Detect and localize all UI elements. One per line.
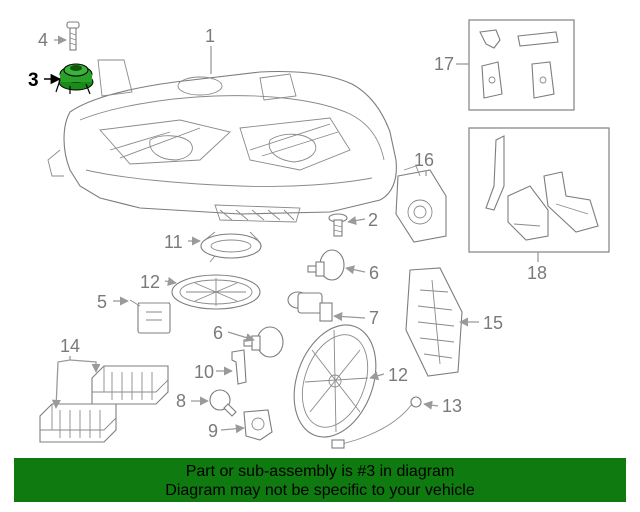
bulb-part-6-lower: [243, 326, 284, 358]
callout-14: 14: [60, 336, 80, 356]
callout-12b: 12: [388, 365, 408, 385]
callout-labels: 1 2 3 4 5 6 6 7 8 9 10 11 12 12 13 14 15…: [28, 26, 547, 441]
highlighted-part-3: [55, 63, 94, 95]
banner-line-2: Diagram may not be specific to your vehi…: [165, 482, 475, 499]
bulb-part-6-upper: [307, 249, 345, 281]
connector-part-7: [287, 291, 333, 322]
callout-15: 15: [483, 313, 503, 333]
callout-8: 8: [176, 391, 186, 411]
screw-part-4: [66, 21, 80, 51]
parts-diagram: 1 2 3 4 5 6 6 7 8 9 10 11 12 12 13 14 15…: [28, 19, 610, 449]
callout-17: 17: [434, 54, 454, 74]
disc-part-12-upper: [171, 274, 261, 310]
callout-6b: 6: [213, 323, 223, 343]
cable-part-13: [331, 396, 422, 449]
callout-4: 4: [38, 30, 48, 50]
callout-13: 13: [442, 396, 462, 416]
callout-5: 5: [97, 292, 107, 312]
callout-16: 16: [414, 150, 434, 170]
bulb-part-8: [209, 389, 237, 417]
module-part-5: [129, 299, 171, 334]
socket-part-9: [243, 409, 273, 441]
control-unit-part-16: [395, 165, 447, 243]
clip-part-10: [231, 349, 247, 385]
led-module-part-14: [39, 365, 169, 443]
callout-3: 3: [28, 70, 39, 91]
screw-part-2: [328, 213, 348, 237]
callout-12a: 12: [140, 272, 160, 292]
ring-part-11: [200, 231, 262, 263]
info-banner: Part or sub-assembly is #3 in diagram Di…: [14, 458, 626, 502]
disc-part-12-lower: [293, 324, 377, 438]
headlight-housing: [47, 59, 397, 223]
group-box-18: [468, 127, 610, 253]
callout-11: 11: [164, 232, 183, 252]
callout-9: 9: [208, 421, 218, 441]
group-box-17: [468, 19, 575, 111]
callout-2: 2: [368, 210, 378, 230]
callout-7: 7: [369, 308, 379, 328]
leader-lines: [44, 35, 539, 434]
bracket-part-15: [405, 267, 463, 377]
callout-10: 10: [194, 362, 214, 382]
callout-18: 18: [527, 263, 547, 283]
callout-1: 1: [205, 26, 215, 46]
banner-line-1: Part or sub-assembly is #3 in diagram: [185, 463, 455, 480]
callout-6a: 6: [369, 263, 379, 283]
